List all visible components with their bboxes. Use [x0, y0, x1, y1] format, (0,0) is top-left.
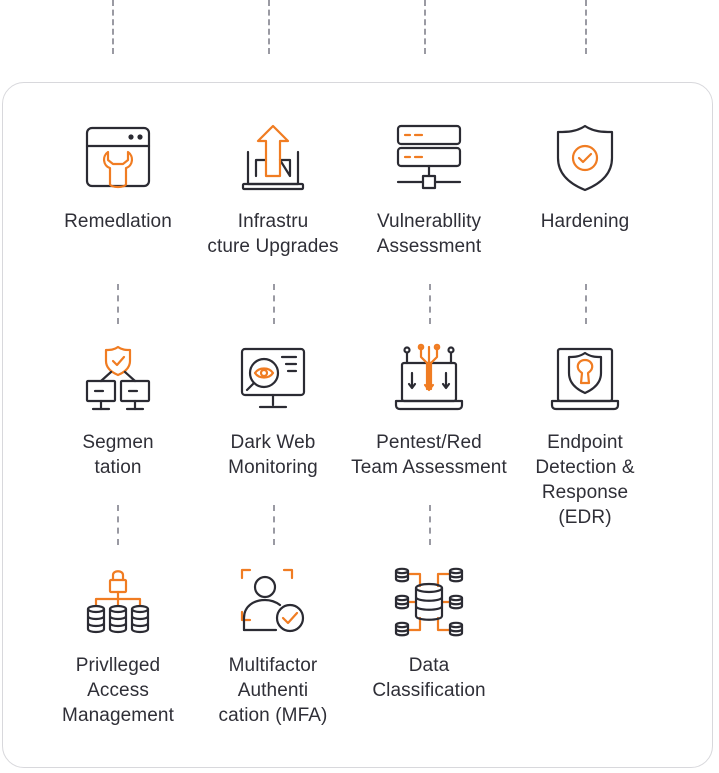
service-segmentation: Segmen tation [38, 343, 198, 480]
connector-row1-col4 [585, 284, 587, 324]
service-label: Vulnerabllity Assessment [376, 211, 482, 257]
connector-row2-col2 [273, 505, 275, 545]
service-data-classification: Data Classification [349, 566, 509, 703]
database-cluster-icon [394, 567, 464, 637]
connector-row1-col1 [117, 284, 119, 324]
connector-top-4 [585, 0, 587, 54]
service-remediation: Remedlation [38, 122, 198, 234]
service-privileged-access-management: Privlleged Access Management [38, 566, 198, 728]
service-hardening: Hardening [505, 122, 665, 234]
service-label: Privlleged Access Management [62, 655, 174, 726]
connector-top-3 [424, 0, 426, 54]
service-label: Pentest/Red Team Assessment [351, 432, 507, 478]
connector-row1-col2 [273, 284, 275, 324]
laptop-circuit-icon [394, 343, 464, 411]
monitor-eye-search-icon [240, 347, 306, 409]
browser-wrench-icon [85, 126, 151, 189]
service-pentest-red-team: Pentest/Red Team Assessment [349, 343, 509, 480]
service-label: Data Classification [372, 655, 486, 701]
service-vulnerability-assessment: Vulnerabllity Assessment [349, 122, 509, 259]
connector-row1-col3 [429, 284, 431, 324]
service-dark-web-monitoring: Dark Web Monitoring [193, 343, 353, 480]
service-label: Infrastru cture Upgrades [207, 211, 339, 257]
lock-database-icon [86, 570, 150, 634]
upload-laptop-icon [241, 124, 305, 191]
service-label: Remedlation [64, 211, 172, 232]
network-shield-icon [85, 345, 151, 411]
connector-row2-col1 [117, 505, 119, 545]
connector-top-2 [268, 0, 270, 54]
service-label: Hardening [540, 211, 630, 232]
user-check-focus-icon [240, 568, 305, 633]
service-label: Endpoint Detection & Response (EDR) [535, 432, 635, 528]
laptop-keyhole-shield-icon [550, 347, 620, 411]
service-label: Dark Web Monitoring [228, 432, 318, 478]
service-label: Multifactor Authenti cation (MFA) [218, 655, 328, 726]
service-edr: Endpoint Detection & Response (EDR) [505, 343, 665, 530]
service-mfa: Multifactor Authenti cation (MFA) [193, 566, 353, 728]
service-infrastructure-upgrades: Infrastru cture Upgrades [193, 122, 353, 259]
server-network-icon [396, 124, 462, 190]
services-panel [2, 82, 713, 768]
connector-row2-col3 [429, 505, 431, 545]
connector-top-1 [112, 0, 114, 54]
service-label: Segmen tation [82, 432, 154, 478]
shield-check-icon [556, 124, 614, 192]
